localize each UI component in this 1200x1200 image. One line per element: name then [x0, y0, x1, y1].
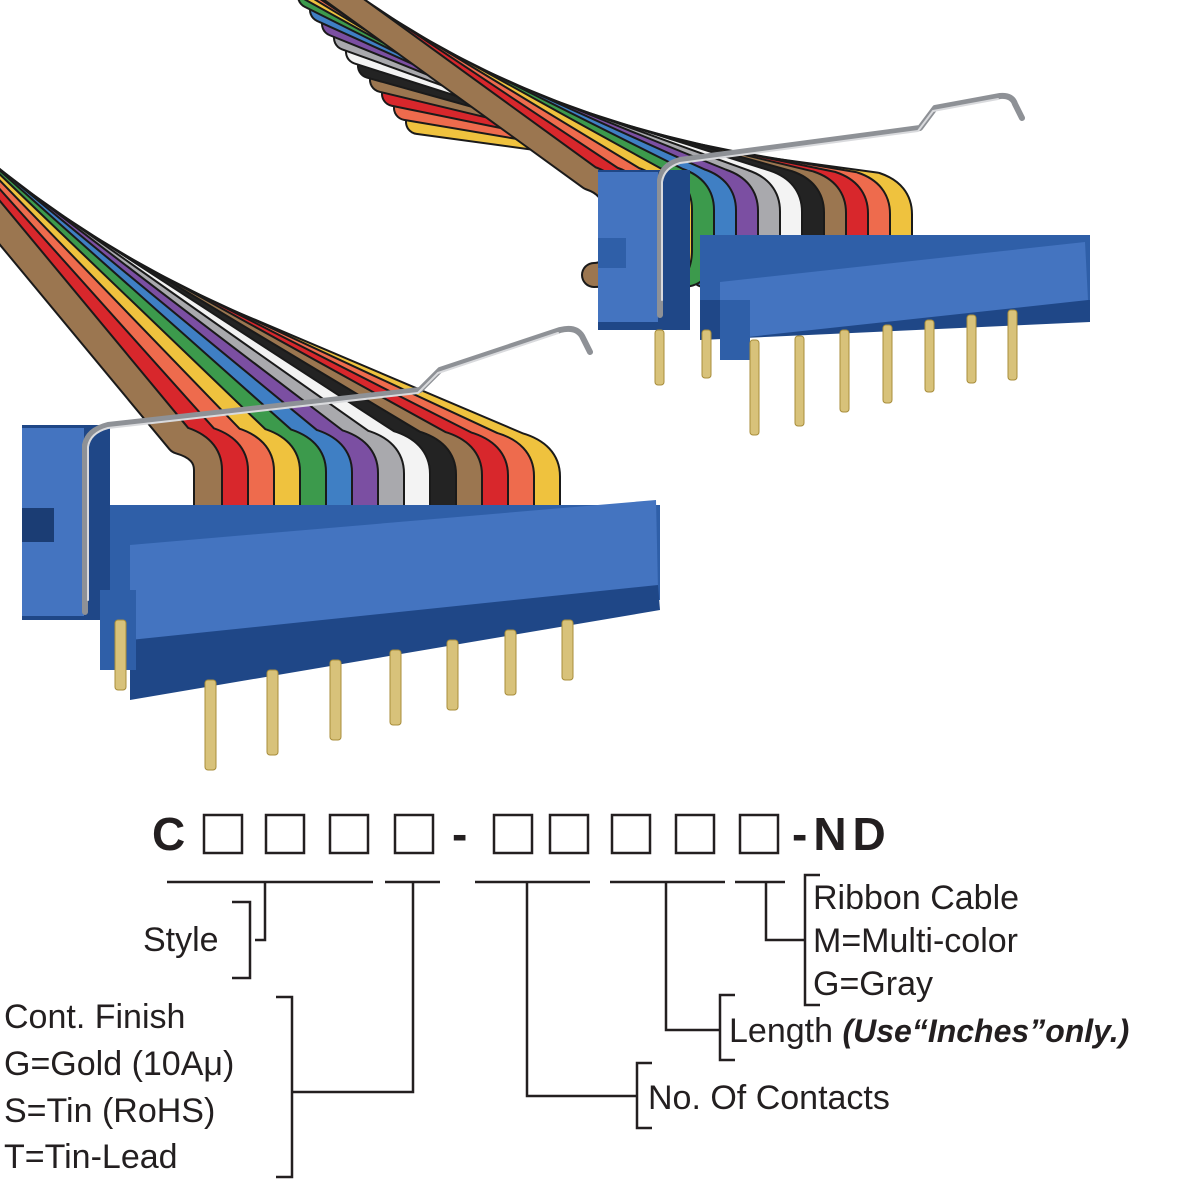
left-header-pin-8 — [561, 619, 574, 681]
connector-illustration — [0, 0, 1090, 771]
right-header-housing — [598, 170, 1090, 360]
part-prefix-c: C — [152, 808, 185, 860]
right-ribbon-cable — [297, 0, 913, 288]
length-bracket — [718, 993, 735, 1062]
right-header-pin-9 — [1007, 309, 1018, 381]
code-box-3 — [328, 813, 370, 855]
left-header-pin-1 — [114, 619, 127, 691]
left-header-pin-4 — [329, 659, 342, 741]
length-label-note: (Use“Inches”only.) — [842, 1013, 1129, 1049]
left-header-pin-5 — [389, 649, 402, 726]
cont-finish-tin-lead: T=Tin-Lead — [4, 1138, 178, 1176]
labels: Style Cont. Finish G=Gold (10Aμ) S=Tin (… — [4, 879, 1129, 1176]
right-header-pins — [654, 309, 1018, 436]
code-box-2 — [264, 813, 306, 855]
code-box-9 — [738, 813, 780, 855]
right-header-pin-4 — [794, 335, 805, 427]
cont-finish-tin: S=Tin (RoHS) — [4, 1092, 215, 1130]
ribbon-bracket — [803, 873, 820, 1007]
ribbon-cable-gray: G=Gray — [813, 965, 933, 1003]
contacts-label: No. Of Contacts — [648, 1079, 890, 1117]
left-header-pin-7 — [504, 629, 517, 696]
contacts-leader — [525, 882, 637, 1098]
left-header-pin-6 — [446, 639, 459, 711]
left-header-pin-3 — [266, 669, 279, 756]
code-box-4 — [393, 813, 435, 855]
right-header-pin-1 — [654, 329, 665, 386]
finish-leader — [292, 882, 415, 1094]
part-suffix-nd: -ND — [792, 808, 892, 860]
code-box-7 — [610, 813, 652, 855]
right-header-pin-6 — [882, 324, 893, 404]
left-header-housing — [22, 425, 660, 700]
style-leader — [255, 882, 267, 942]
part-number-code: C - -ND — [152, 808, 892, 860]
leader-lines — [167, 873, 820, 1179]
left-header-pins — [114, 619, 574, 771]
cont-finish-title: Cont. Finish — [4, 998, 185, 1036]
right-header-pin-2 — [701, 329, 712, 379]
right-header-pin-7 — [924, 319, 935, 393]
left-connector-assembly — [0, 167, 660, 771]
ribbon-cable-multicolor: M=Multi-color — [813, 922, 1018, 960]
finish-bracket — [276, 995, 294, 1179]
code-box-8 — [674, 813, 716, 855]
code-separator: - — [452, 808, 467, 860]
code-box-1 — [202, 813, 244, 855]
cont-finish-gold: G=Gold (10Aμ) — [4, 1045, 234, 1083]
code-box-5 — [492, 813, 534, 855]
length-label: Length (Use“Inches”only.) — [729, 1012, 1129, 1050]
ribbon-cable-title: Ribbon Cable — [813, 879, 1019, 917]
right-connector-assembly — [297, 0, 1090, 436]
code-box-6 — [548, 813, 590, 855]
style-bracket — [232, 900, 252, 980]
style-label: Style — [143, 921, 219, 959]
contacts-bracket — [635, 1061, 652, 1130]
right-header-pin-5 — [839, 329, 850, 413]
ribbon-leader — [764, 882, 805, 942]
left-header-pin-2 — [204, 679, 217, 771]
length-label-main: Length — [729, 1012, 842, 1050]
right-header-pin-8 — [966, 314, 977, 384]
length-leader — [664, 882, 720, 1032]
right-header-pin-3 — [749, 339, 760, 436]
